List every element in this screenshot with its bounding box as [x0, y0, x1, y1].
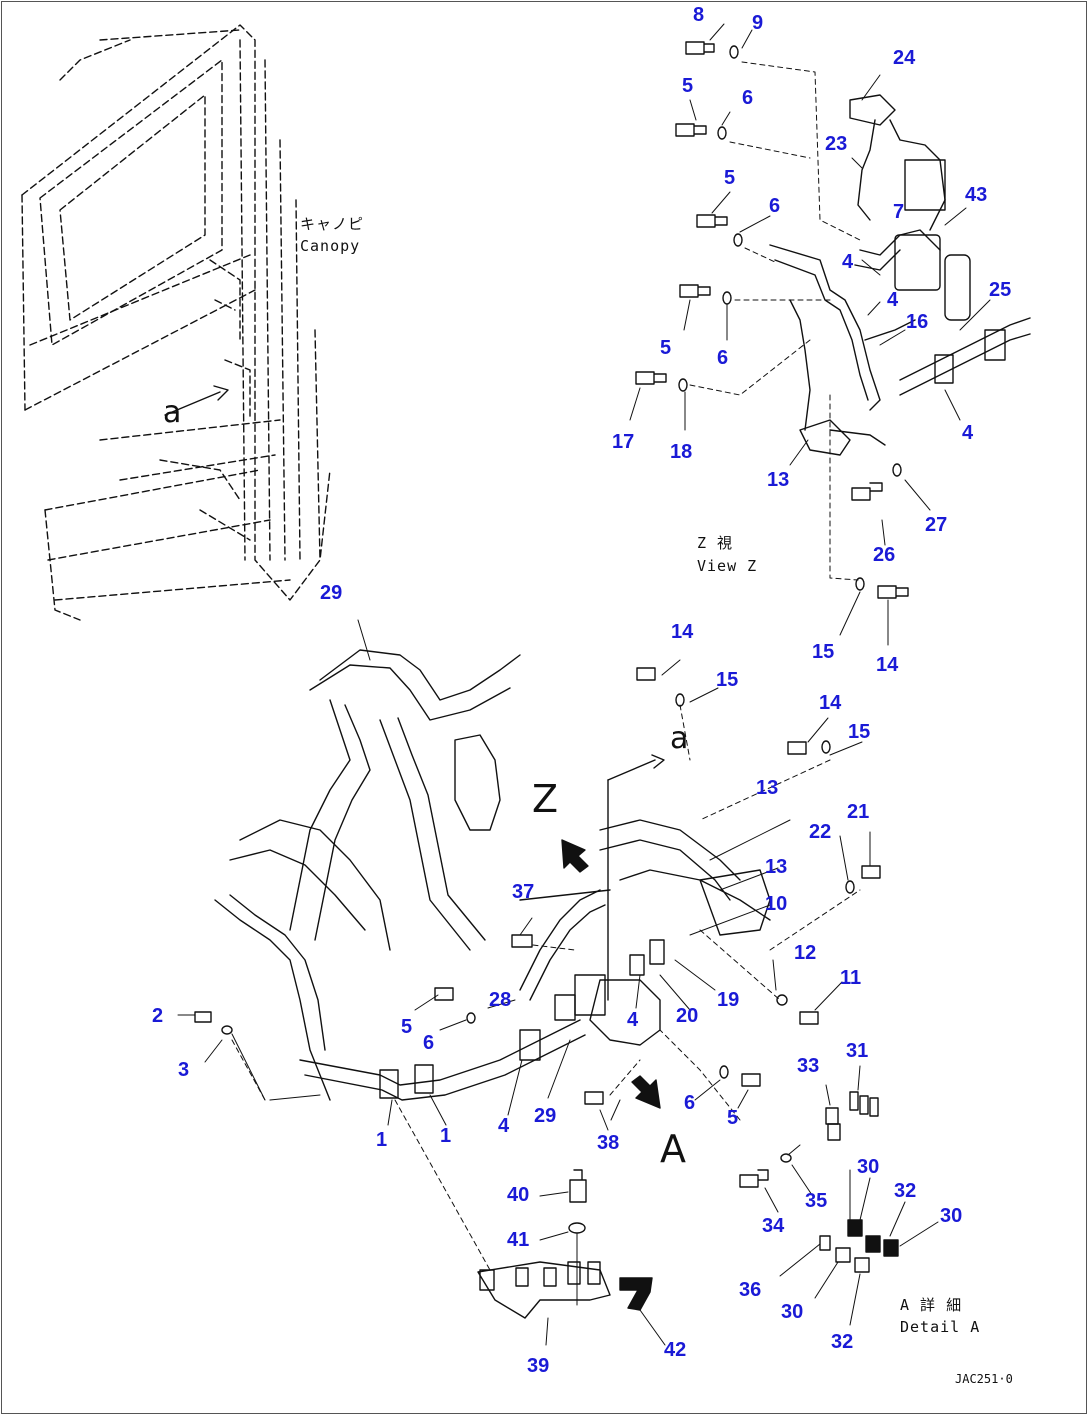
canopy-frame: [21, 24, 331, 621]
callout-number: 22: [809, 821, 832, 843]
callout-number: 6: [684, 1092, 696, 1114]
callout-number: 24: [893, 47, 916, 69]
callout-number: 33: [797, 1055, 820, 1077]
callout-number: 32: [831, 1331, 854, 1353]
callout-number: 4: [498, 1115, 510, 1137]
callout-number: 30: [857, 1156, 880, 1178]
callout-number: 4: [842, 251, 854, 273]
callout-number: 11: [840, 967, 862, 989]
callout-number: 23: [825, 133, 848, 155]
callout-number: 6: [769, 195, 781, 217]
callout-number: 36: [739, 1279, 762, 1301]
callout-number: 30: [781, 1301, 804, 1323]
callout-number: 25: [989, 279, 1012, 301]
callout-number: 17: [612, 431, 635, 453]
callout-number: 29: [320, 582, 343, 604]
detail-a-letter: A: [660, 1127, 686, 1171]
detail-a-connectors: [739, 1065, 939, 1326]
callout-number: 40: [507, 1184, 530, 1206]
callout-number: 6: [742, 87, 754, 109]
callout-number: 12: [794, 942, 817, 964]
callout-number: 1: [376, 1129, 388, 1151]
callout-number: 26: [873, 544, 896, 566]
view-z-assembly: [629, 23, 1031, 646]
callout-number: 8: [693, 4, 705, 26]
callout-number: 9: [752, 12, 764, 34]
callout-number: 4: [962, 422, 974, 444]
detail-a-arrow: [631, 1075, 661, 1109]
callout-number: 4: [627, 1009, 639, 1031]
callout-number: 39: [527, 1355, 550, 1377]
callout-number: 43: [965, 184, 988, 206]
callout-number: 7: [893, 201, 905, 223]
arrow-a-label-mid: a: [670, 721, 689, 756]
callout-number: 15: [716, 669, 739, 691]
canopy-label-en: Canopy: [300, 237, 361, 255]
callout-number: 5: [682, 75, 694, 97]
callout-number: 5: [401, 1016, 413, 1038]
callout-number: 3: [178, 1059, 190, 1081]
callout-number: 13: [765, 856, 788, 878]
callout-number: 31: [846, 1040, 869, 1062]
callout-number: 1: [440, 1125, 452, 1147]
bracket-assembly: [477, 1169, 666, 1346]
drawing-code: JAC251·0: [955, 1372, 1013, 1386]
callout-number: 32: [894, 1180, 917, 1202]
callout-number: 13: [756, 777, 779, 799]
callout-number: 14: [819, 692, 842, 714]
callout-number: 6: [423, 1032, 435, 1054]
callout-number: 13: [767, 469, 790, 491]
callout-number: 34: [762, 1215, 785, 1237]
callout-number: 10: [765, 893, 788, 915]
callout-number: 18: [670, 441, 693, 463]
callout-number: 38: [597, 1132, 620, 1154]
detail-a-label-en: Detail A: [900, 1318, 981, 1336]
callout-number: 19: [717, 989, 740, 1011]
detail-a-label-jp: A 詳 細: [900, 1296, 963, 1314]
callout-number: 37: [512, 881, 535, 903]
callout-number: 4: [887, 289, 899, 311]
callout-number: 14: [876, 654, 899, 676]
callout-number: 2: [152, 1005, 164, 1027]
view-z-arrow: [561, 839, 589, 873]
callout-number: 14: [671, 621, 694, 643]
arrow-a-label-top: a: [163, 395, 182, 430]
callout-number: 30: [940, 1205, 963, 1227]
view-z-label-jp: Z 視: [697, 534, 734, 552]
callout-number: 41: [507, 1229, 530, 1251]
callout-number: 42: [664, 1339, 687, 1361]
callout-number: 15: [848, 721, 871, 743]
callout-number: 27: [925, 514, 948, 536]
main-harness: [164, 385, 881, 1271]
callout-number: 35: [805, 1190, 828, 1212]
callout-number: 16: [906, 311, 929, 333]
callout-number: 28: [489, 989, 512, 1011]
callout-number: 5: [660, 337, 672, 359]
callout-number: 5: [724, 167, 736, 189]
callout-number: 6: [717, 347, 729, 369]
callout-number: 20: [676, 1005, 699, 1027]
callout-number: 5: [727, 1107, 739, 1129]
callout-number: 21: [847, 801, 870, 823]
view-z-label-en: View Z: [697, 557, 758, 575]
callout-number: 29: [534, 1105, 557, 1127]
view-z-letter: Z: [532, 777, 559, 821]
callout-number: 15: [812, 641, 835, 663]
canopy-label-jp: キャノピ: [300, 215, 365, 233]
